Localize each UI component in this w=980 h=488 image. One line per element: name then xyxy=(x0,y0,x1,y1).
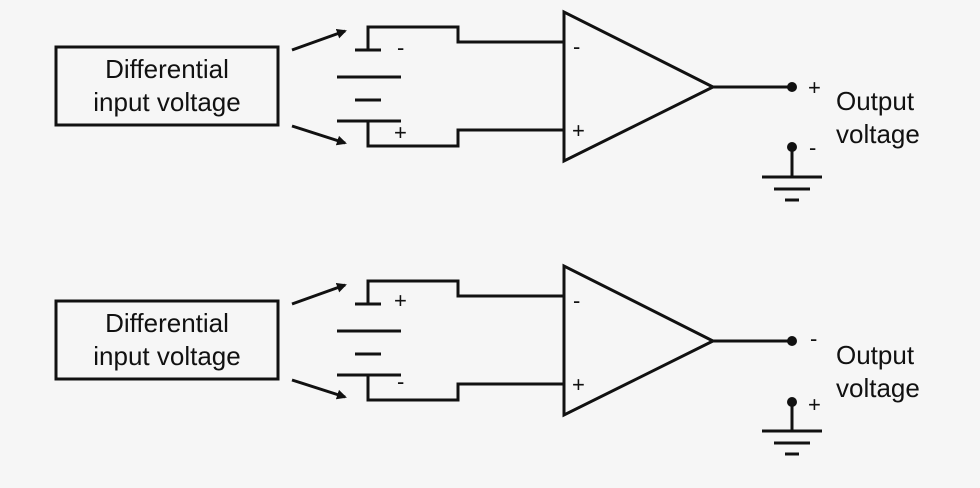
ground-terminal-sign: + xyxy=(808,392,821,417)
output-terminal-sign: + xyxy=(808,75,821,100)
ground-symbol xyxy=(762,397,822,456)
ground-terminal-sign: - xyxy=(809,135,816,160)
circuit-bottom: Differential input voltage + - - + - + O… xyxy=(54,263,920,456)
arrow-to-bottom-terminal xyxy=(291,378,347,400)
box-label-line2: input voltage xyxy=(93,87,240,117)
circuit-top: Differential input voltage - + - + + - O… xyxy=(54,9,920,202)
box-label-line1: Differential xyxy=(105,54,229,84)
opamp-triangle xyxy=(562,263,717,418)
wire-noninverting-input xyxy=(366,375,564,402)
opamp-noninverting-sign: + xyxy=(572,118,585,143)
output-label-line2: voltage xyxy=(836,119,920,149)
input-voltage-box xyxy=(54,299,280,381)
battery-symbol xyxy=(337,48,401,123)
opamp-noninverting-sign: + xyxy=(572,372,585,397)
opamp-inverting-sign: - xyxy=(573,34,580,59)
box-label-line2: input voltage xyxy=(93,341,240,371)
output-terminal xyxy=(787,82,797,92)
box-label-line1: Differential xyxy=(105,308,229,338)
battery-bottom-sign: - xyxy=(397,369,404,394)
battery-symbol xyxy=(337,302,401,377)
input-voltage-box xyxy=(54,45,280,127)
ground-symbol xyxy=(762,142,822,202)
output-label-line1: Output xyxy=(836,340,915,370)
output-label-line2: voltage xyxy=(836,373,920,403)
arrow-to-top-terminal xyxy=(291,282,347,306)
output-terminal-sign: - xyxy=(810,326,817,351)
opamp-triangle xyxy=(562,9,717,164)
wire-noninverting-input xyxy=(366,121,564,148)
arrow-to-bottom-terminal xyxy=(291,124,347,146)
battery-top-sign: - xyxy=(397,35,404,60)
opamp-inverting-sign: - xyxy=(573,288,580,313)
output-label-line1: Output xyxy=(836,86,915,116)
wire-inverting-input xyxy=(366,279,564,304)
battery-bottom-sign: + xyxy=(394,120,407,145)
output-terminal xyxy=(787,336,797,346)
arrow-to-top-terminal xyxy=(291,28,347,52)
wire-inverting-input xyxy=(366,25,564,50)
battery-top-sign: + xyxy=(394,288,407,313)
